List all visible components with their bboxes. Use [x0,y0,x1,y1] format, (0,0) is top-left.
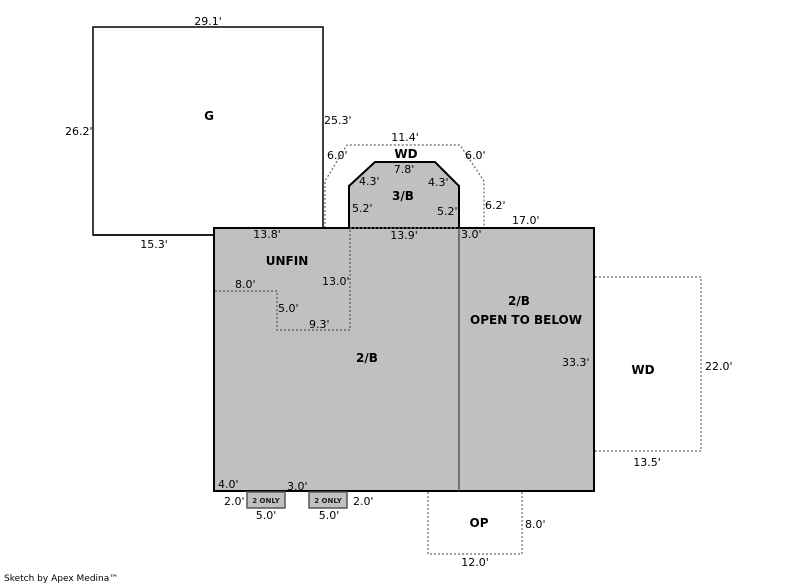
deck-right-outline [595,276,702,452]
dim-label: 6.2' [485,199,506,212]
dim-label: 8.0' [235,278,256,291]
bedroom3-label: 3/B [392,189,414,203]
deck-right-label: WD [631,363,654,377]
dim-label: 12.0' [461,556,489,569]
dim-label: 26.2' [65,125,93,138]
bay-left [246,491,286,509]
porch-outline [427,492,523,555]
dim-label: 5.2' [437,205,458,218]
dim-label: 25.3' [324,114,352,127]
dim-label: 3.0' [287,480,308,493]
garage-outline [92,26,324,236]
dim-label: 6.0' [327,149,348,162]
bedroom2-label: 2/B [356,351,378,365]
dim-label: 13.5' [633,456,661,469]
dim-label: 22.0' [705,360,733,373]
dim-label: 6.0' [465,149,486,162]
dim-label: 5.0' [278,302,299,315]
dim-label: 15.3' [140,238,168,251]
bay-left-label: 2 ONLY [252,497,280,505]
dim-label: 2.0' [224,495,245,508]
dim-label: 29.1' [194,15,222,28]
open-area-label-2: OPEN TO BELOW [470,313,582,327]
main-floor-outline [213,227,595,492]
dim-label: 4.3' [428,176,449,189]
unfin-label: UNFIN [266,254,309,268]
dim-label: 2.0' [353,495,374,508]
dim-label: 7.8' [394,163,415,176]
bay-right-label: 2 ONLY [314,497,342,505]
deck-top-outline [324,144,485,228]
porch-label: OP [470,516,489,530]
garage-label: G [204,109,214,123]
dim-label: 13.8' [253,228,281,241]
dim-label: 11.4' [391,131,419,144]
dim-label: 5.2' [352,202,373,215]
dim-label: 4.3' [359,175,380,188]
dim-label: 13.9' [390,229,418,242]
deck-top-label: WD [394,147,417,161]
dim-label: 5.0' [319,509,340,522]
unfin-boundary [215,229,351,331]
dim-label: 17.0' [512,214,540,227]
open-area-label-1: 2/B [508,294,530,308]
dim-label: 8.0' [525,518,546,531]
dim-label: 3.0' [461,228,482,241]
dim-label: 4.0' [218,478,239,491]
dim-label: 5.0' [256,509,277,522]
dim-label: 33.3' [562,356,590,369]
dim-label: 9.3' [309,318,330,331]
sketch-credit: Sketch by Apex Medina™ [4,574,119,584]
dim-label: 13.0' [322,275,350,288]
bay-right [308,491,348,509]
